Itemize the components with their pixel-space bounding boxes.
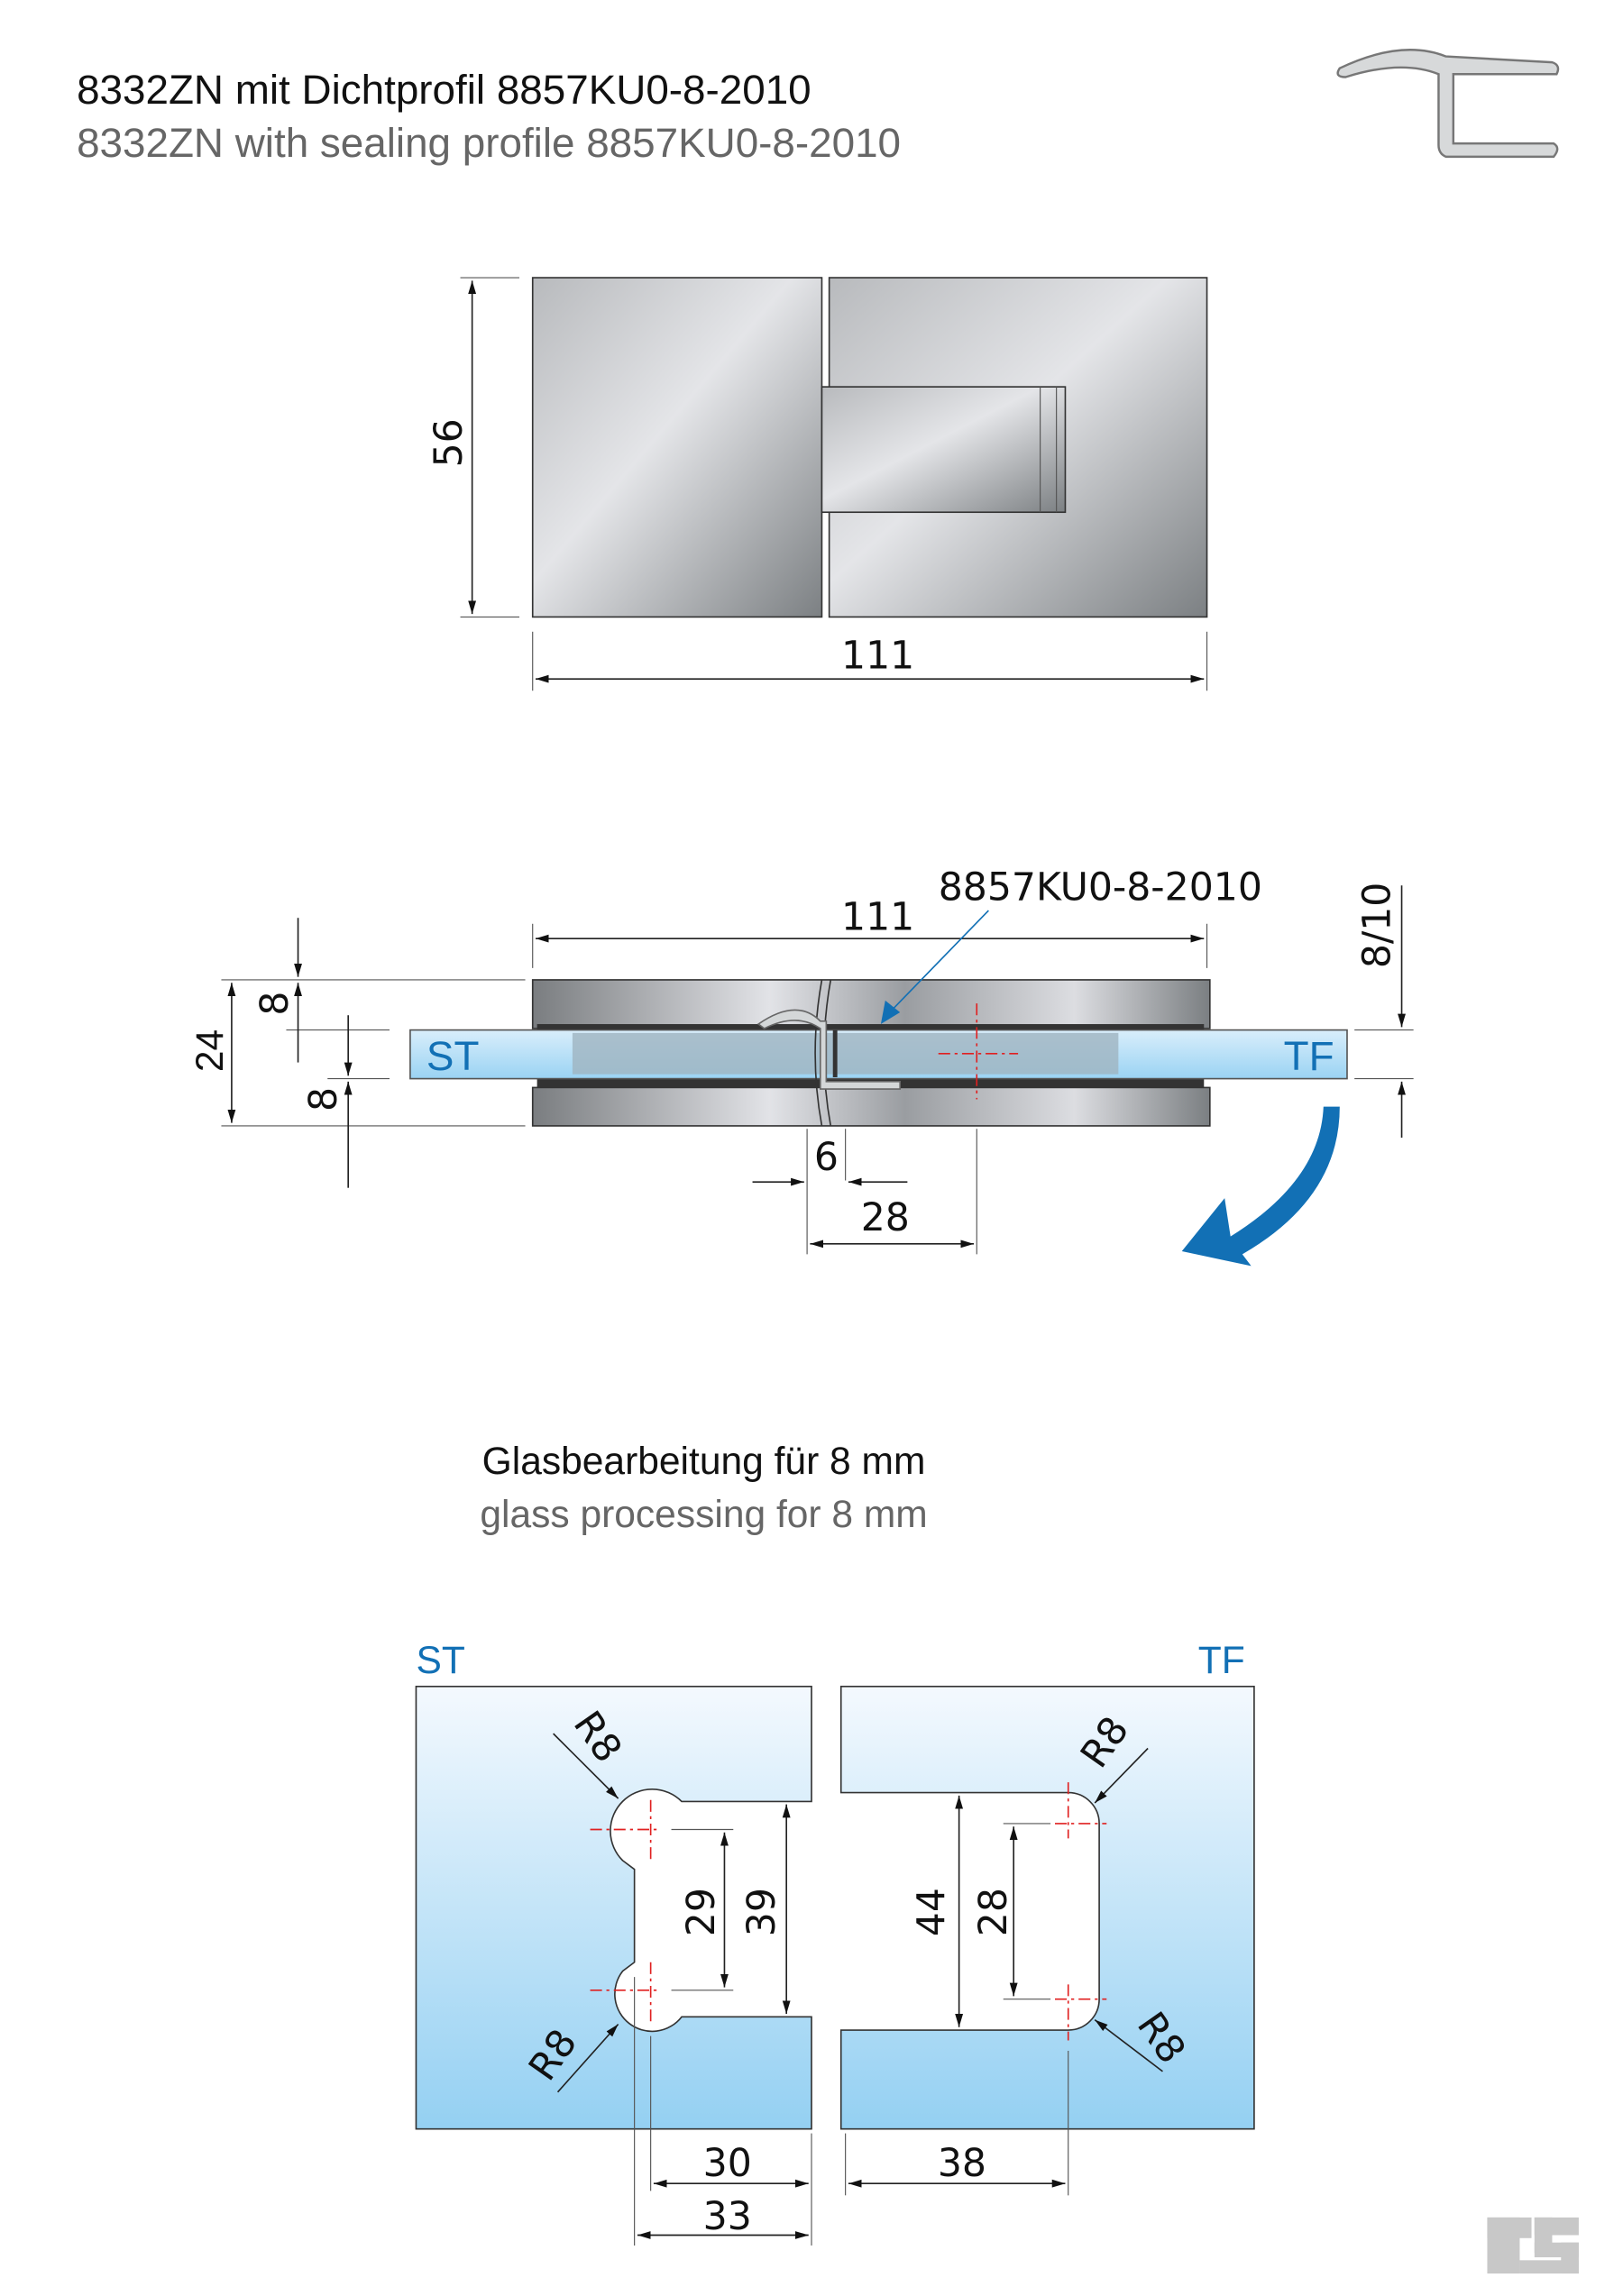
- svg-text:8: 8: [302, 1087, 346, 1111]
- title-english: 8332ZN with sealing profile 8857KU0-8-20…: [77, 120, 901, 166]
- st-dimensions: 29 39 30 33: [634, 1804, 812, 2246]
- svg-text:29: 29: [680, 1888, 724, 1936]
- dimension-glass-8: 8: [302, 1015, 390, 1188]
- svg-text:28: 28: [861, 1196, 910, 1240]
- hinge-section-view: [409, 979, 1348, 1255]
- svg-text:39: 39: [740, 1888, 784, 1936]
- glass-label-st: ST: [416, 1639, 464, 1682]
- dimension-gap-6: 6: [752, 1129, 908, 1255]
- glass-processing-title-german: Glasbearbeitung für 8 mm: [482, 1440, 926, 1483]
- title-german: 8332ZN mit Dichtprofil 8857KU0-8-2010: [77, 67, 812, 113]
- svg-text:8/10: 8/10: [1355, 883, 1399, 969]
- svg-text:6: 6: [814, 1136, 839, 1180]
- svg-text:44: 44: [910, 1888, 954, 1936]
- svg-text:33: 33: [703, 2195, 752, 2239]
- dimension-glass-8-10: 8/10: [1354, 883, 1414, 1139]
- glass-processing-title-english: glass processing for 8 mm: [480, 1493, 927, 1536]
- dimension-axis-28: 28: [810, 1196, 974, 1249]
- dimension-plate-8: 8: [253, 918, 390, 1063]
- dimension-height-24: 24: [188, 979, 526, 1127]
- sealing-profile-section: [756, 1009, 902, 1090]
- glass-label-tf: TF: [1198, 1639, 1245, 1682]
- profile-callout: 8857KU0-8-2010: [880, 866, 1262, 1025]
- svg-text:8857KU0-8-2010: 8857KU0-8-2010: [939, 866, 1262, 910]
- section-label-tf: TF: [1284, 1033, 1334, 1079]
- dimension-section-width-111: 111: [532, 895, 1208, 968]
- dimension-width-111: 111: [532, 631, 1208, 691]
- svg-text:111: 111: [841, 635, 914, 679]
- svg-text:38: 38: [938, 2142, 986, 2186]
- svg-text:24: 24: [188, 1029, 232, 1072]
- dimension-height-56: 56: [427, 277, 519, 617]
- tf-dimensions: 44 28 38: [845, 1795, 1069, 2196]
- sealing-profile-icon: [1336, 49, 1560, 159]
- glass-panel-st: [415, 1685, 812, 2130]
- company-logo: [1487, 2217, 1579, 2274]
- section-label-st: ST: [426, 1033, 480, 1079]
- svg-text:28: 28: [972, 1888, 1016, 1936]
- glass-panel-tf: [839, 1685, 1255, 2130]
- hinge-top-view: [531, 277, 1208, 618]
- svg-text:111: 111: [841, 895, 914, 939]
- svg-text:30: 30: [703, 2142, 752, 2186]
- rotation-direction-arrow-icon: [1181, 1106, 1340, 1267]
- svg-text:56: 56: [427, 418, 472, 467]
- svg-text:8: 8: [253, 992, 298, 1016]
